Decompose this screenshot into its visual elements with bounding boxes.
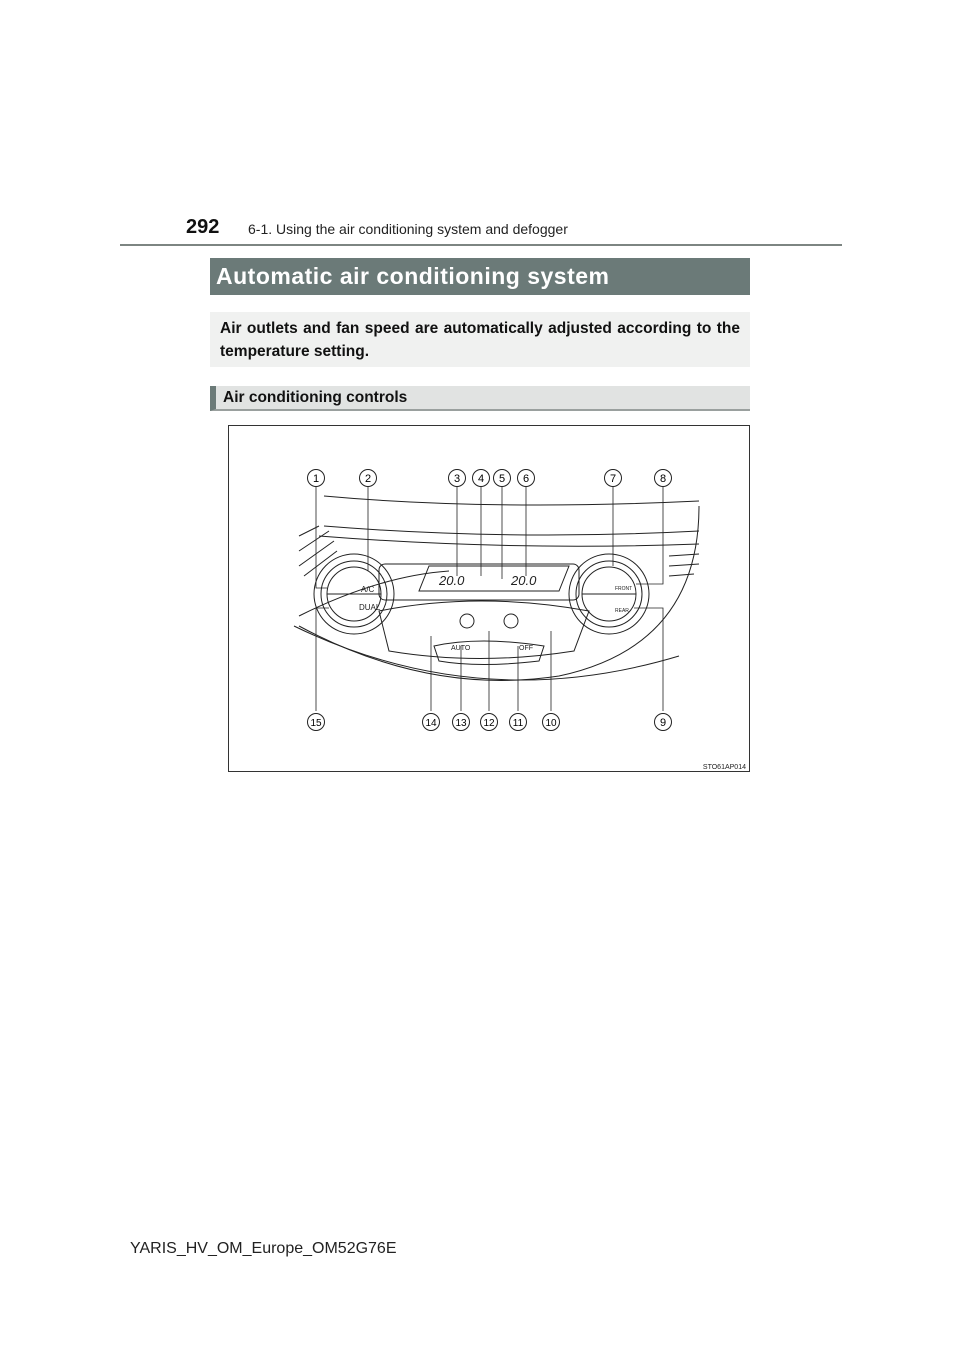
callout-circle — [654, 713, 672, 731]
callout-number: 13 — [455, 718, 467, 729]
callout-circle — [472, 469, 490, 487]
callout-number: 1 — [313, 473, 319, 485]
callout-circle — [542, 713, 560, 731]
dashboard-outline — [293, 495, 700, 681]
callout-circle — [422, 713, 440, 731]
callout-number: 7 — [610, 473, 616, 485]
header-divider — [120, 244, 842, 246]
callout-circle — [604, 469, 622, 487]
ac-button-label: A/C — [361, 585, 375, 594]
front-defogger-label: FRONT — [615, 586, 632, 592]
callout-number: 11 — [513, 718, 524, 729]
callout-number: 9 — [660, 717, 666, 729]
callout-circle — [509, 713, 527, 731]
page-number: 292 — [186, 216, 220, 238]
off-button-label: OFF — [519, 645, 533, 652]
callout-number: 5 — [499, 473, 505, 485]
callout-number: 12 — [483, 718, 495, 729]
callout-number: 3 — [454, 473, 460, 485]
page-title: Automatic air conditioning system — [210, 258, 750, 295]
callout-number: 10 — [545, 718, 557, 729]
callout-number: 4 — [478, 473, 484, 485]
callout-circle — [452, 713, 470, 731]
callout-circle — [654, 469, 672, 487]
callout-circle — [493, 469, 511, 487]
temp-left-display: 20.0 — [438, 573, 465, 588]
callout-number: 8 — [660, 473, 666, 485]
callout-circle — [359, 469, 377, 487]
document-footer: YARIS_HV_OM_Europe_OM52G76E — [130, 1240, 397, 1257]
subheading: Air conditioning controls — [210, 386, 750, 411]
callout-circle — [517, 469, 535, 487]
callout-circle — [307, 469, 325, 487]
figure-code: STO61AP014 — [703, 764, 746, 771]
callout-circle — [480, 713, 498, 731]
dual-button-label: DUAL — [359, 603, 381, 612]
ac-controls-figure: A/C DUAL FRONT REAR AUTO OFF 20.0 20.0 1… — [228, 425, 750, 772]
callout-leaders — [315, 486, 664, 711]
intro-text: Air outlets and fan speed are automatica… — [210, 312, 750, 367]
callout-circle — [307, 713, 325, 731]
callout-number: 6 — [523, 473, 529, 485]
callout-number: 15 — [310, 718, 322, 729]
temp-right-display: 20.0 — [510, 573, 537, 588]
section-title: 6-1. Using the air conditioning system a… — [248, 221, 568, 237]
callout-number: 14 — [425, 718, 437, 729]
callout-number: 2 — [365, 473, 371, 485]
rear-defogger-label: REAR — [615, 608, 629, 614]
callout-circle — [448, 469, 466, 487]
